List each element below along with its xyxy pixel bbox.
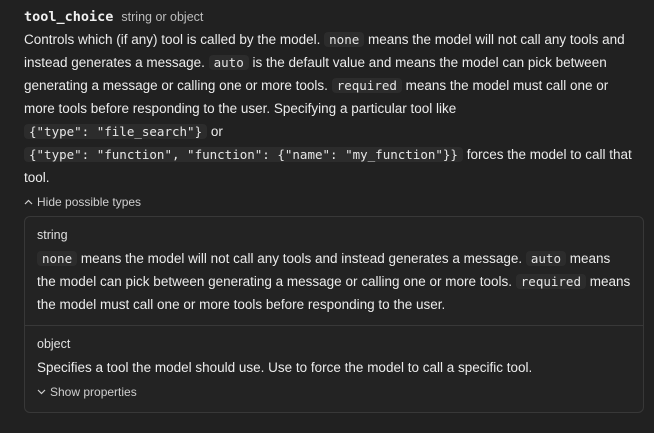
inline-code: required [331,78,402,93]
inline-code: none [37,251,78,266]
param-header: tool_choice string or object [24,7,642,27]
inline-code: {"type": "file_search"} [24,124,208,139]
description-text: Controls which (if any) tool is called b… [24,32,325,47]
type-description: none means the model will not call any t… [37,247,631,316]
description-text: means the model must call one or more to… [24,78,609,116]
type-block-string: string none means the model will not cal… [25,217,643,325]
show-properties-label: Show properties [50,385,137,399]
description-text: Specifies a tool the model should use. U… [37,360,533,375]
hide-types-label: Hide possible types [37,195,142,209]
type-name: string [37,228,68,242]
hide-types-toggle[interactable]: Hide possible types [24,192,141,212]
show-properties-toggle[interactable]: Show properties [37,383,137,403]
param-type: string or object [121,10,204,24]
inline-code: none [324,32,365,47]
inline-code: required [515,274,586,289]
inline-code: auto [208,55,249,70]
inline-code: {"type": "function", "function": {"name"… [24,147,463,162]
param-name: tool_choice [24,9,114,25]
description-text: means the model will not call any tools … [77,251,526,266]
type-description: Specifies a tool the model should use. U… [37,356,631,379]
param-description: Controls which (if any) tool is called b… [24,28,642,189]
inline-code: auto [525,251,566,266]
description-text: means the model will not call any tools … [24,32,625,70]
description-text: is the default value and means the model… [24,55,607,93]
description-text: means the model must call one or more to… [37,274,631,312]
possible-types-panel: string none means the model will not cal… [24,216,644,413]
description-text: means the model can pick between generat… [37,251,611,289]
description-text: forces the model to call that tool. [24,147,632,185]
description-text: or [207,124,223,139]
type-block-object: object Specifies a tool the model should… [25,325,643,412]
param-section: tool_choice string or object Controls wh… [24,7,644,413]
chevron-up-icon [24,197,33,208]
type-name: object [37,337,71,351]
chevron-down-icon [37,381,46,404]
